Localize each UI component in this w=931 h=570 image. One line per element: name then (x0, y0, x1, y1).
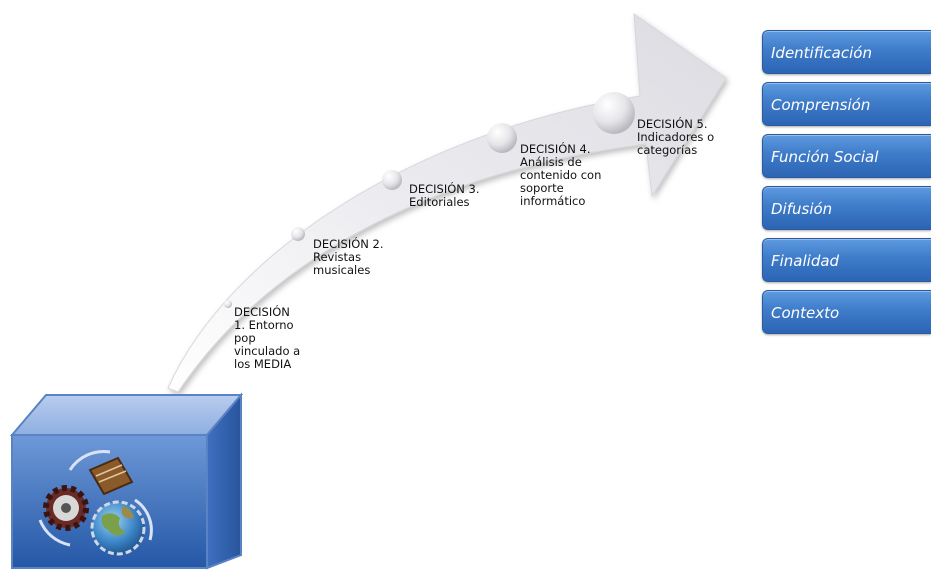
step-marker-2 (291, 227, 305, 241)
category-label: Identificación (771, 44, 872, 62)
category-difusion[interactable]: Difusión (762, 186, 931, 230)
gear-icon (43, 485, 89, 531)
decision-3-text: DECISIÓN 3. Editoriales (409, 182, 480, 209)
category-label: Comprensión (771, 96, 871, 114)
cube-top-face (9, 394, 244, 436)
decision-label-1: DECISIÓN 1. Entorno pop vinculado a los … (234, 306, 314, 371)
instrument-icon (88, 456, 134, 496)
category-label: Contexto (771, 304, 840, 322)
decision-label-2: DECISIÓN 2. Revistas musicales (313, 238, 403, 277)
step-marker-5 (593, 92, 635, 134)
decision-label-4: DECISIÓN 4. Análisis de contenido con so… (520, 143, 620, 208)
category-contexto[interactable]: Contexto (762, 290, 931, 334)
category-list: Identificación Comprensión Función Socia… (762, 30, 931, 342)
category-funcion-social[interactable]: Función Social (762, 134, 931, 178)
step-marker-1 (224, 300, 232, 308)
decision-1-text: DECISIÓN 1. Entorno pop vinculado a los … (234, 305, 301, 371)
category-label: Finalidad (771, 252, 840, 270)
decision-5-text: DECISIÓN 5. Indicadores o categorías (637, 117, 715, 157)
category-finalidad[interactable]: Finalidad (762, 238, 931, 282)
category-comprension[interactable]: Comprensión (762, 82, 931, 126)
media-cube (9, 392, 244, 570)
media-cluster-icon (38, 450, 153, 556)
category-identificacion[interactable]: Identificación (762, 30, 931, 74)
decision-label-5: DECISIÓN 5. Indicadores o categorías (637, 118, 737, 157)
step-marker-3 (382, 170, 402, 190)
decision-2-text: DECISIÓN 2. Revistas musicales (313, 237, 384, 277)
category-label: Función Social (771, 148, 879, 166)
decision-4-text: DECISIÓN 4. Análisis de contenido con so… (520, 142, 602, 208)
category-label: Difusión (771, 200, 833, 218)
globe-icon (90, 500, 146, 556)
decision-label-3: DECISIÓN 3. Editoriales (409, 183, 504, 209)
progress-arrow (167, 12, 727, 393)
step-marker-4 (487, 123, 517, 153)
